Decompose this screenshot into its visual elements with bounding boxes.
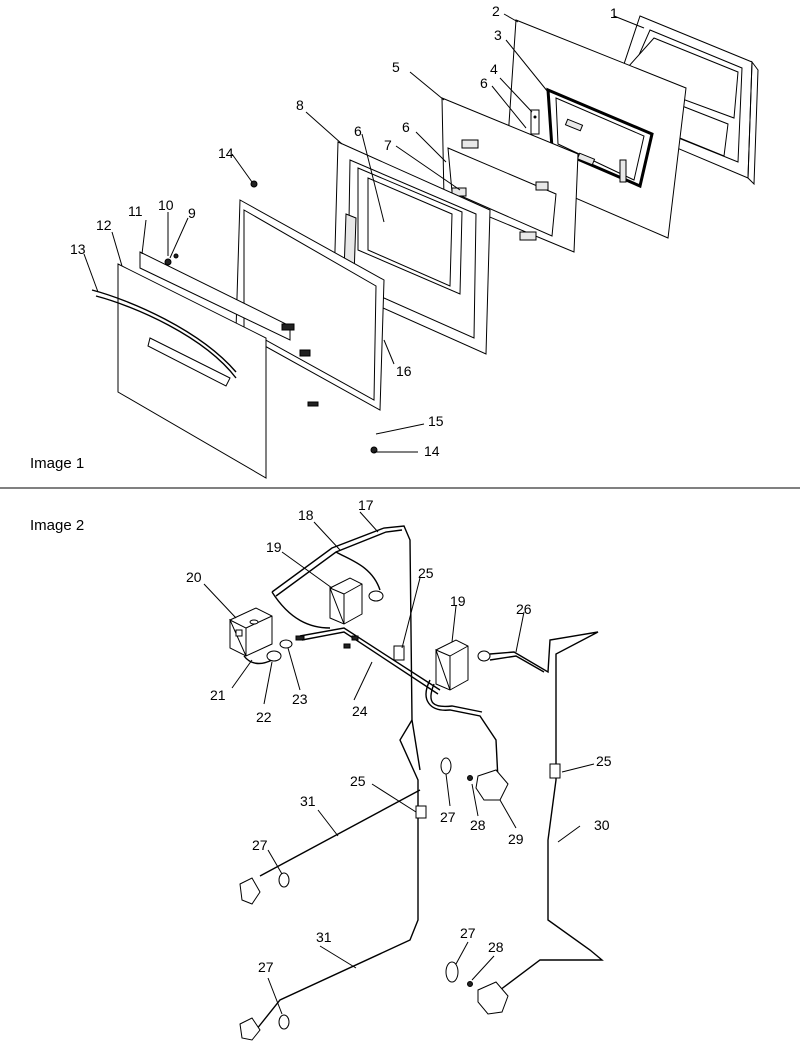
part-16-glass-frame: [235, 199, 385, 411]
callout-21: 21: [210, 687, 226, 703]
part-12-door-trim: [139, 251, 291, 341]
callout-7: 7: [384, 137, 392, 153]
part-13-door-handle-panel: [91, 263, 267, 479]
callout-25-c: 25: [596, 753, 612, 769]
callout-23: 23: [292, 691, 308, 707]
callout-22: 22: [256, 709, 272, 725]
part-3-window-gasket: [546, 87, 654, 189]
section-caption-image-2: Image 2: [30, 517, 84, 534]
callout-5: 5: [392, 59, 400, 75]
part-31-tube-lower: [239, 1014, 290, 1041]
callout-31-a: 31: [300, 793, 316, 809]
section-caption-image-1: Image 1: [30, 455, 84, 472]
leaders-image-1: [83, 13, 645, 453]
callout-28-b: 28: [488, 939, 504, 955]
part-19-pressure-regulator-a: [329, 577, 363, 625]
callout-12: 12: [96, 217, 112, 233]
callout-30: 30: [594, 817, 610, 833]
callout-15: 15: [428, 413, 444, 429]
part-31-tube-upper: [239, 645, 427, 1031]
callout-4: 4: [490, 61, 498, 77]
callout-26: 26: [516, 601, 532, 617]
part-24-manifold: [299, 627, 441, 695]
callout-29: 29: [508, 831, 524, 847]
callouts-image-2: 17 18 19 19 20 21 22 23 24 25 25 25 26 2…: [186, 497, 612, 975]
callout-2: 2: [492, 3, 500, 19]
callout-19-a: 19: [266, 539, 282, 555]
callout-27-c: 27: [460, 925, 476, 941]
callout-25-b: 25: [350, 773, 366, 789]
part-29-orifice-tube: [425, 679, 509, 801]
part-21-22-23-fittings: [243, 635, 305, 665]
callout-16: 16: [396, 363, 412, 379]
callout-18: 18: [298, 507, 314, 523]
callout-31-b: 31: [316, 929, 332, 945]
callouts-image-1: 1 2 3 4 5 6 6 6 7 8 9 10 11 12 13 14 14 …: [70, 3, 618, 459]
callout-27-b: 27: [252, 837, 268, 853]
part-7-shield: [447, 147, 557, 237]
callout-3: 3: [494, 27, 502, 43]
callout-11: 11: [128, 203, 143, 219]
callout-27-a: 27: [440, 809, 456, 825]
image-1-door-assembly: 1 2 3 4 5 6 6 6 7 8 9 10 11 12 13 14 14 …: [30, 3, 759, 479]
callout-6-a: 6: [480, 75, 488, 91]
callout-27-d: 27: [258, 959, 274, 975]
callout-24: 24: [352, 703, 368, 719]
image-2-gas-tubing: 17 18 19 19 20 21 22 23 24 25 25 25 26 2…: [30, 497, 612, 1041]
callout-9: 9: [188, 205, 196, 221]
callout-6-b: 6: [402, 119, 410, 135]
callout-19-b: 19: [450, 593, 466, 609]
part-19-pressure-regulator-b: [435, 639, 469, 691]
callout-10: 10: [158, 197, 174, 213]
callout-28-a: 28: [470, 817, 486, 833]
callout-14-a: 14: [218, 145, 234, 161]
leaders-image-2: [203, 511, 595, 1015]
callout-6-c: 6: [354, 123, 362, 139]
callout-1: 1: [610, 5, 618, 21]
part-26-30-tube: [445, 631, 604, 1015]
callout-20: 20: [186, 569, 202, 585]
callout-8: 8: [296, 97, 304, 113]
callout-14-b: 14: [424, 443, 440, 459]
callout-25-a: 25: [418, 565, 434, 581]
part-4-bracket: [530, 109, 540, 135]
callout-13: 13: [70, 241, 86, 257]
callout-17: 17: [358, 497, 374, 513]
part-20-valve: [228, 607, 273, 657]
